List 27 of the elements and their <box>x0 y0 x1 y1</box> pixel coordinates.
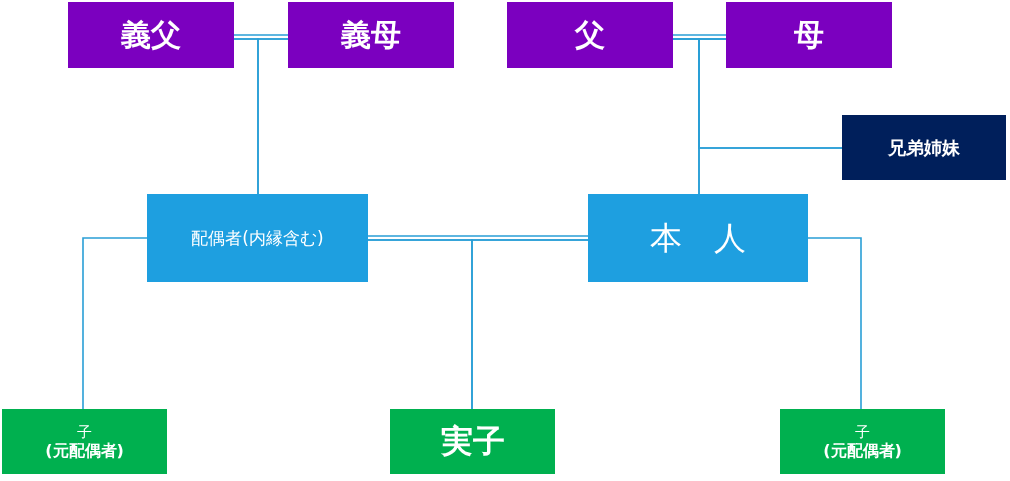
relative-box <box>726 2 892 68</box>
name-label: 母 <box>794 17 824 53</box>
family-line <box>257 38 289 195</box>
family-line <box>807 237 862 410</box>
relative-box <box>507 2 673 68</box>
name-label: 子 <box>855 422 870 441</box>
name-label: 実子 <box>440 422 505 461</box>
child-box <box>390 409 555 474</box>
child-box <box>780 409 945 474</box>
name-label: 義母 <box>341 17 401 53</box>
name-label: 配偶者(内縁含む) <box>191 227 324 249</box>
name-label: 兄弟姉妹 <box>888 136 960 159</box>
self-box <box>588 194 808 282</box>
family-line <box>698 38 843 149</box>
name-label: 子 <box>77 422 92 441</box>
name-label: 本 人 <box>650 218 746 258</box>
note-label: (元配偶者) <box>45 440 124 461</box>
name-label: 父 <box>575 17 605 53</box>
name-label: 義父 <box>121 17 181 53</box>
relative-box <box>288 2 454 68</box>
child-box <box>2 409 167 474</box>
relative-box <box>842 115 1006 180</box>
family-line <box>471 239 589 410</box>
family-line <box>82 237 148 410</box>
note-label: (元配偶者) <box>823 440 902 461</box>
spouse-box <box>147 194 368 282</box>
relative-box <box>68 2 234 68</box>
